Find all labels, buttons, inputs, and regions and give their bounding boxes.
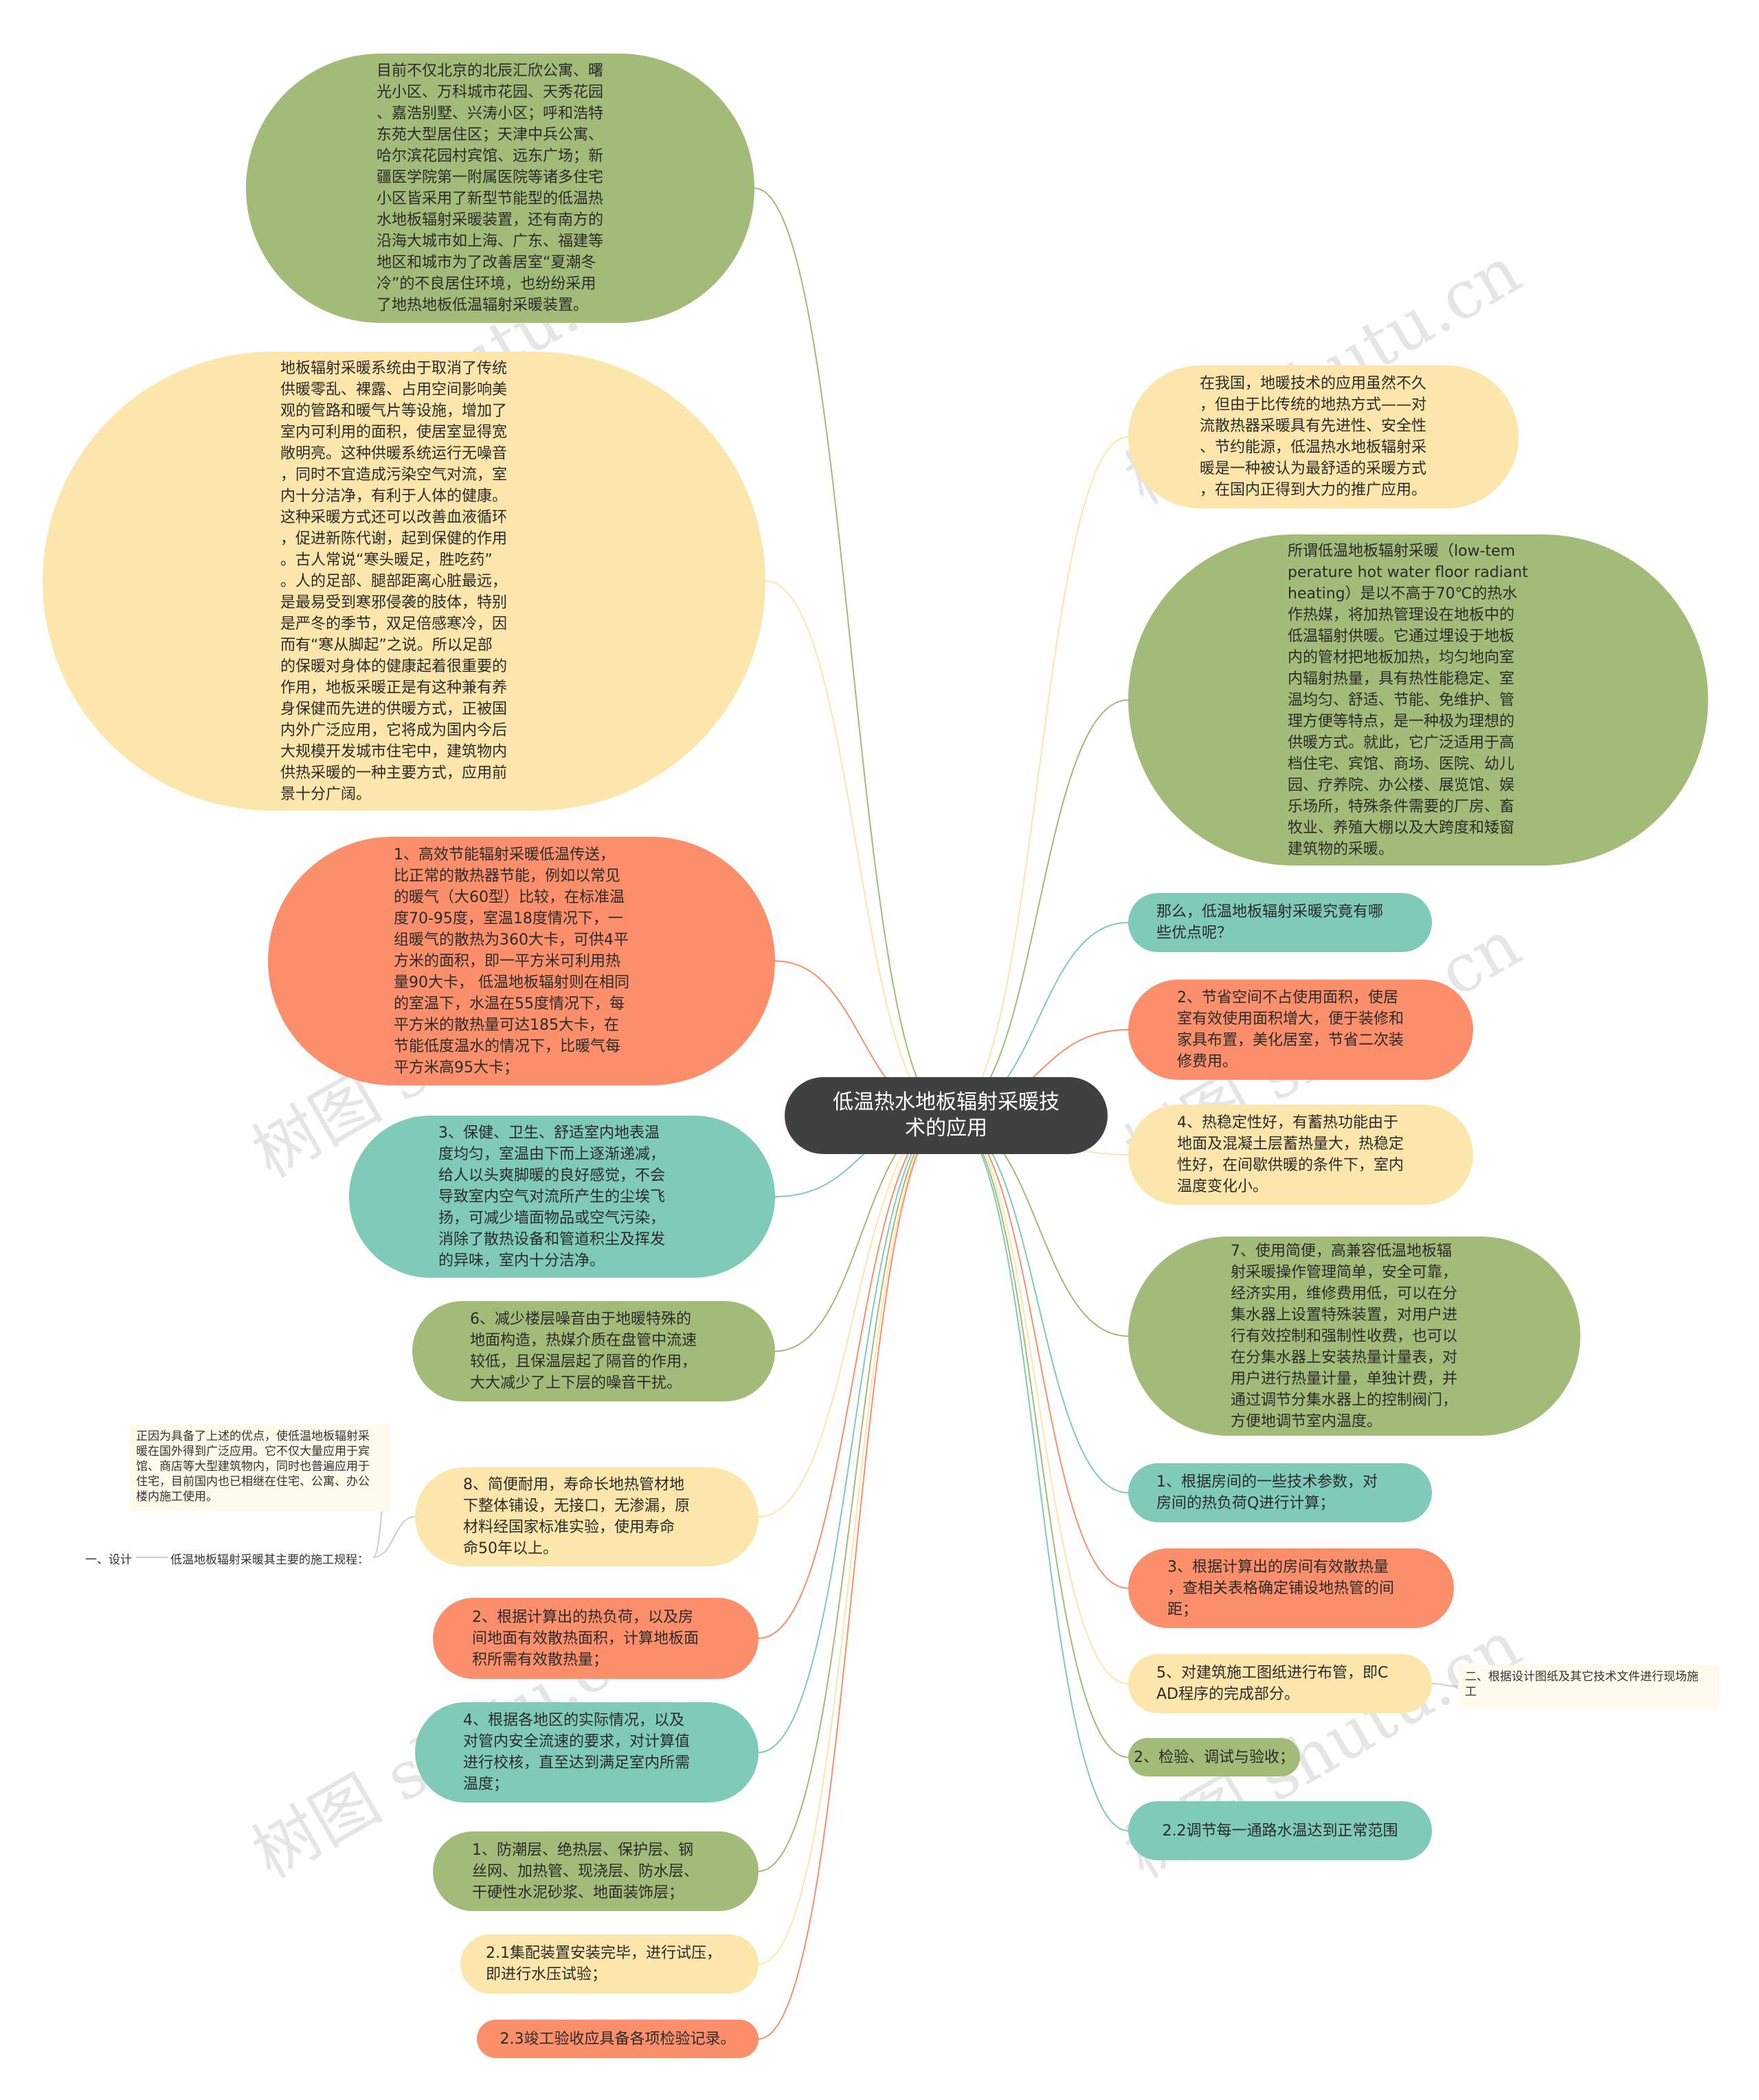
connector-L10 (758, 1115, 949, 1965)
topic-node-heat-load-calc[interactable]: 1、根据房间的一些技术参数，对 房间的热负荷Q进行计算； (1128, 1463, 1432, 1522)
topic-text: 2.3竣工验收应具备各项检验记录。 (500, 2030, 736, 2048)
connector-R8 (948, 1115, 1129, 1589)
topic-node-pipe-spacing[interactable]: 3、根据计算出的房间有效散热量 ，查相关表格确定铺设地热管的间 距； (1128, 1548, 1454, 1628)
topic-text: 2.1集配装置安装完毕，进行试压， 即进行水压试验； (486, 1945, 721, 1983)
topic-node-domestic-application[interactable]: 在我国，地暖技术的应用虽然不久 ，但由于比传统的地热方式——对 流散热器采暖具有… (1128, 365, 1519, 508)
note-overseas-application[interactable]: 正因为具备了上述的优点，使低温地板辐射采 暖在国外得到广泛应用。它不仅大量应用于… (129, 1425, 390, 1511)
connector-branch (372, 1516, 416, 1558)
topic-text: 3、根据计算出的房间有效散热量 ，查相关表格确定铺设地热管的间 距； (1167, 1558, 1395, 1618)
topic-text: 2.2调节每一通路水温达到正常范围 (1162, 1822, 1398, 1840)
topic-text: 7、使用简便，高兼容低温地板辐 射采暖操作管理简单，安全可靠， 经济实用，维修费… (1231, 1242, 1458, 1430)
topic-text: 2、检验、调试与验收； (1134, 1748, 1295, 1766)
branch-construction-procedures[interactable]: 低温地板辐射采暖其主要的施工规程： (170, 1553, 369, 1567)
connector-L1 (754, 188, 949, 1116)
topic-text: 地板辐射采暖系统由于取消了传统 供暖零乱、裸露、占用空间影响美 观的管路和暖气片… (280, 359, 508, 803)
note-site-construction[interactable]: 二、根据设计图纸及其它技术文件进行现场施 工 (1458, 1665, 1719, 1708)
topic-text: 所谓低温地板辐射采暖（low-tem perature hot water fl… (1288, 542, 1528, 858)
connector-L2 (765, 580, 949, 1116)
topic-text: 8、简便耐用，寿命长地热管材地 下整体铺设，无接口，无渗漏，原 材料经国家标准实… (463, 1476, 691, 1557)
connector-R1 (948, 436, 1129, 1116)
topic-node-heat-load-area[interactable]: 2、根据计算出的热负荷，以及房 间地面有效散热面积，计算地板面 积所需有效散热量… (433, 1598, 759, 1679)
topic-text: 2、根据计算出的热负荷，以及房 间地面有效散热面积，计算地板面 积所需有效散热量… (472, 1608, 699, 1669)
topic-node-noise-reduction[interactable]: 6、减少楼层噪音由于地暖特殊的 地面构造，热媒介质在盘管中流速 较低，且保温层起… (412, 1301, 775, 1401)
connector-L11 (758, 1115, 949, 2040)
topic-text: 6、减少楼层噪音由于地暖特殊的 地面构造，热媒介质在盘管中流速 较低，且保温层起… (470, 1311, 697, 1392)
topic-node-thermal-stability[interactable]: 4、热稳定性好，有蓄热功能由于 地面及混凝土层蓄热量大，热稳定 性好，在间歇供暖… (1128, 1105, 1473, 1205)
topic-text: 4、热稳定性好，有蓄热功能由于 地面及混凝土层蓄热量大，热稳定 性好，在间歇供暖… (1177, 1114, 1404, 1195)
topic-text: 在我国，地暖技术的应用虽然不久 ，但由于比传统的地热方式——对 流散热器采暖具有… (1200, 375, 1427, 499)
root-topic-label: 低温热水地板辐射采暖技 术的应用 (833, 1090, 1060, 1140)
connector-L7 (758, 1115, 949, 1639)
topic-node-cad-layout[interactable]: 5、对建筑施工图纸进行布管，即C AD程序的完成部分。 (1128, 1654, 1432, 1713)
note-text: 正因为具备了上述的优点，使低温地板辐射采 暖在国外得到广泛应用。它不仅大量应用于… (136, 1430, 370, 1504)
topic-node-inspection[interactable]: 2、检验、调试与验收； (1128, 1738, 1300, 1776)
connector-L8 (758, 1115, 949, 1753)
topic-text: 目前不仅北京的北辰汇欣公寓、曙 光小区、万科城市花园、天秀花园 、嘉浩别墅、兴涛… (377, 63, 604, 314)
topic-text: 1、根据房间的一些技术参数，对 房间的热负荷Q进行计算； (1156, 1474, 1378, 1512)
connector-R9 (948, 1115, 1129, 1684)
leaf-design[interactable]: 一、设计 (85, 1553, 132, 1567)
topic-node-residential-examples[interactable]: 目前不仅北京的北辰汇欣公寓、曙 光小区、万科城市花园、天秀花园 、嘉浩别墅、兴涛… (246, 54, 754, 323)
connector-L6 (758, 1115, 949, 1517)
topic-node-question-advantages[interactable]: 那么，低温地板辐射采暖究竟有哪 些优点呢？ (1128, 893, 1432, 952)
topic-node-durability[interactable]: 8、简便耐用，寿命长地热管材地 下整体铺设，无接口，无渗漏，原 材料经国家标准实… (415, 1467, 759, 1566)
connector-R10 (948, 1115, 1129, 1758)
topic-node-flow-check[interactable]: 4、根据各地区的实际情况，以及 对管内安全流速的要求，对计算值 进行校核，直至达… (415, 1702, 759, 1803)
connector-L9 (758, 1115, 949, 1872)
topic-node-energy-saving[interactable]: 1、高效节能辐射采暖低温传送， 比正常的散热器节能，例如以常见 的暖气（大60型… (268, 837, 775, 1085)
topic-node-system-advantages[interactable]: 地板辐射采暖系统由于取消了传统 供暖零乱、裸露、占用空间影响美 观的管路和暖气片… (43, 352, 765, 811)
root-topic[interactable]: 低温热水地板辐射采暖技 术的应用 (785, 1077, 1108, 1154)
topic-node-definition[interactable]: 所谓低温地板辐射采暖（low-tem perature hot water fl… (1128, 534, 1708, 866)
topic-text: 1、防潮层、绝热层、保护层、钢 丝网、加热管、现浇层、防水层、 干硬性水泥砂浆、… (472, 1841, 699, 1901)
connector-R11 (948, 1115, 1129, 1831)
topic-text: 4、根据各地区的实际情况，以及 对管内安全流速的要求，对计算值 进行校核，直至达… (463, 1712, 691, 1793)
topic-node-water-temp[interactable]: 2.2调节每一通路水温达到正常范围 (1128, 1801, 1432, 1860)
topic-node-easy-management[interactable]: 7、使用简便，高兼容低温地板辐 射采暖操作管理简单，安全可靠， 经济实用，维修费… (1128, 1237, 1580, 1436)
topic-text: 3、保健、卫生、舒适室内地表温 度均匀，室温由下而上逐渐递减， 给人以头爽脚暖的… (438, 1124, 666, 1269)
topic-text: 2、节省空间不占使用面积，使居 室有效使用面积增大，便于装修和 家具布置，美化居… (1177, 989, 1404, 1070)
connector-right-note (1431, 1683, 1459, 1687)
connector-R2 (948, 699, 1129, 1116)
topic-text: 1、高效节能辐射采暖低温传送， 比正常的散热器节能，例如以常见 的暖气（大60型… (394, 846, 629, 1076)
topic-text: 那么，低温地板辐射采暖究竟有哪 些优点呢？ (1156, 903, 1384, 942)
topic-text: 5、对建筑施工图纸进行布管，即C AD程序的完成部分。 (1156, 1664, 1389, 1703)
topic-node-health-comfort[interactable]: 3、保健、卫生、舒适室内地表温 度均匀，室温由下而上逐渐递减， 给人以头爽脚暖的… (349, 1116, 775, 1278)
topic-node-space-saving[interactable]: 2、节省空间不占使用面积，使居 室有效使用面积增大，便于装修和 家具布置，美化居… (1128, 980, 1473, 1080)
topic-node-acceptance-records[interactable]: 2.3竣工验收应具备各项检验记录。 (477, 2020, 759, 2058)
note-text: 二、根据设计图纸及其它技术文件进行现场施 工 (1465, 1670, 1699, 1699)
topic-node-floor-layers[interactable]: 1、防潮层、绝热层、保护层、钢 丝网、加热管、现浇层、防水层、 干硬性水泥砂浆、… (433, 1831, 759, 1911)
topic-node-pressure-test[interactable]: 2.1集配装置安装完毕，进行试压， 即进行水压试验； (460, 1934, 759, 1994)
